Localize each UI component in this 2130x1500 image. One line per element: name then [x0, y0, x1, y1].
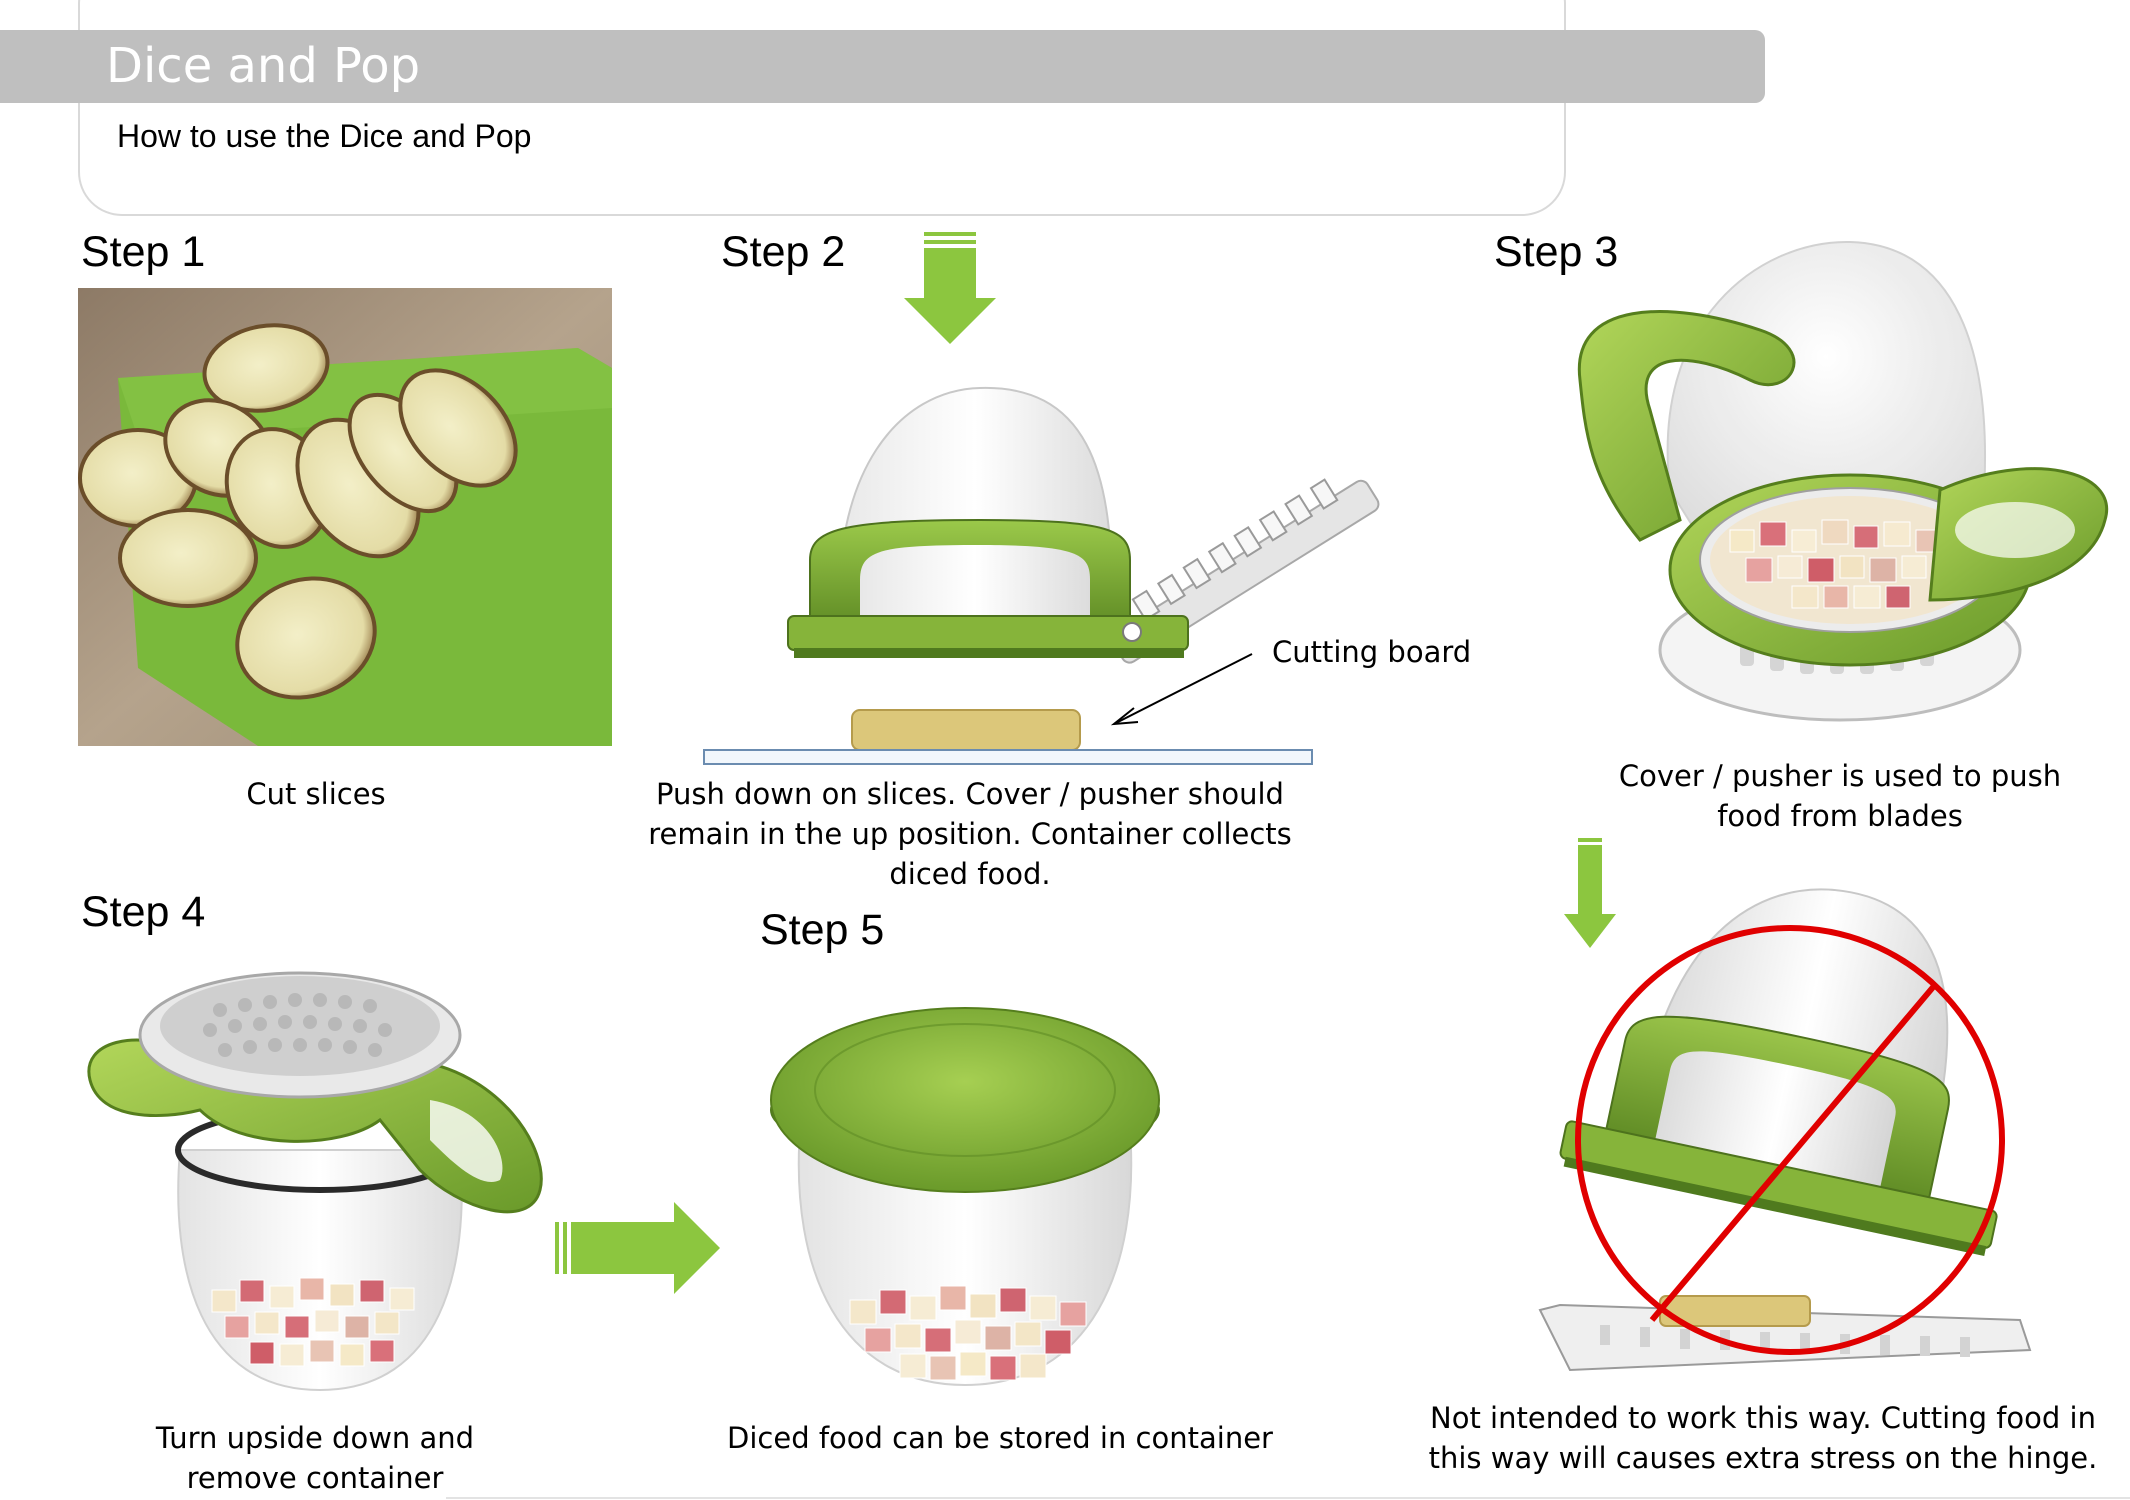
down-arrow-small-icon: [1564, 838, 1616, 948]
step-4-caption-line-2: remove container: [186, 1461, 444, 1495]
step-4-caption-line-1: Turn upside down and: [155, 1421, 475, 1455]
page-title: Dice and Pop: [106, 38, 421, 94]
step-3-caption: Cover / pusher is used to push food from…: [1600, 756, 2080, 836]
warning-caption-line-2: this way will causes extra stress on the…: [1428, 1441, 2098, 1475]
step-2-caption-line-3: diced food.: [889, 857, 1051, 891]
dicer-upside-down-view: [87, 971, 543, 1392]
step-2-caption: Push down on slices. Cover / pusher shou…: [640, 774, 1300, 894]
prohibited-icon: [1575, 925, 2005, 1355]
step-3-caption-line-1: Cover / pusher is used to push: [1618, 759, 2062, 793]
right-arrow-icon: [555, 1202, 720, 1294]
dicer-open-view: [1577, 240, 2109, 722]
callout-arrow: [1110, 653, 1253, 726]
step-5-caption: Diced food can be stored in container: [727, 1421, 1273, 1455]
down-arrow-icon: [904, 232, 996, 344]
step-2-caption-line-1: Push down on slices. Cover / pusher shou…: [656, 777, 1284, 811]
step-3-label: Step 3: [1494, 228, 1619, 276]
step-1-caption: Cut slices: [246, 777, 386, 811]
warning-caption: Not intended to work this way. Cutting f…: [1418, 1398, 2108, 1478]
step-3-caption-line-2: food from blades: [1717, 799, 1963, 833]
bottom-divider: [446, 1497, 2130, 1499]
incorrect-usage-illustration: [1538, 888, 2032, 1372]
step-4-label: Step 4: [81, 888, 206, 936]
page-subtitle: How to use the Dice and Pop: [117, 118, 532, 154]
step-4-caption: Turn upside down and remove container: [110, 1418, 520, 1498]
step-2-caption-line-2: remain in the up position. Container col…: [648, 817, 1292, 851]
step-1-label: Step 1: [81, 228, 206, 276]
step-5-label: Step 5: [760, 906, 885, 954]
warning-caption-line-1: Not intended to work this way. Cutting f…: [1430, 1401, 2096, 1435]
potato-slices-photo: [78, 288, 612, 746]
storage-container-view: [770, 1007, 1160, 1387]
step-2-label: Step 2: [721, 228, 846, 276]
cutting-board-label: Cutting board: [1272, 635, 1472, 669]
dicer-side-view: [703, 386, 1380, 765]
title-bar: [0, 30, 1765, 103]
